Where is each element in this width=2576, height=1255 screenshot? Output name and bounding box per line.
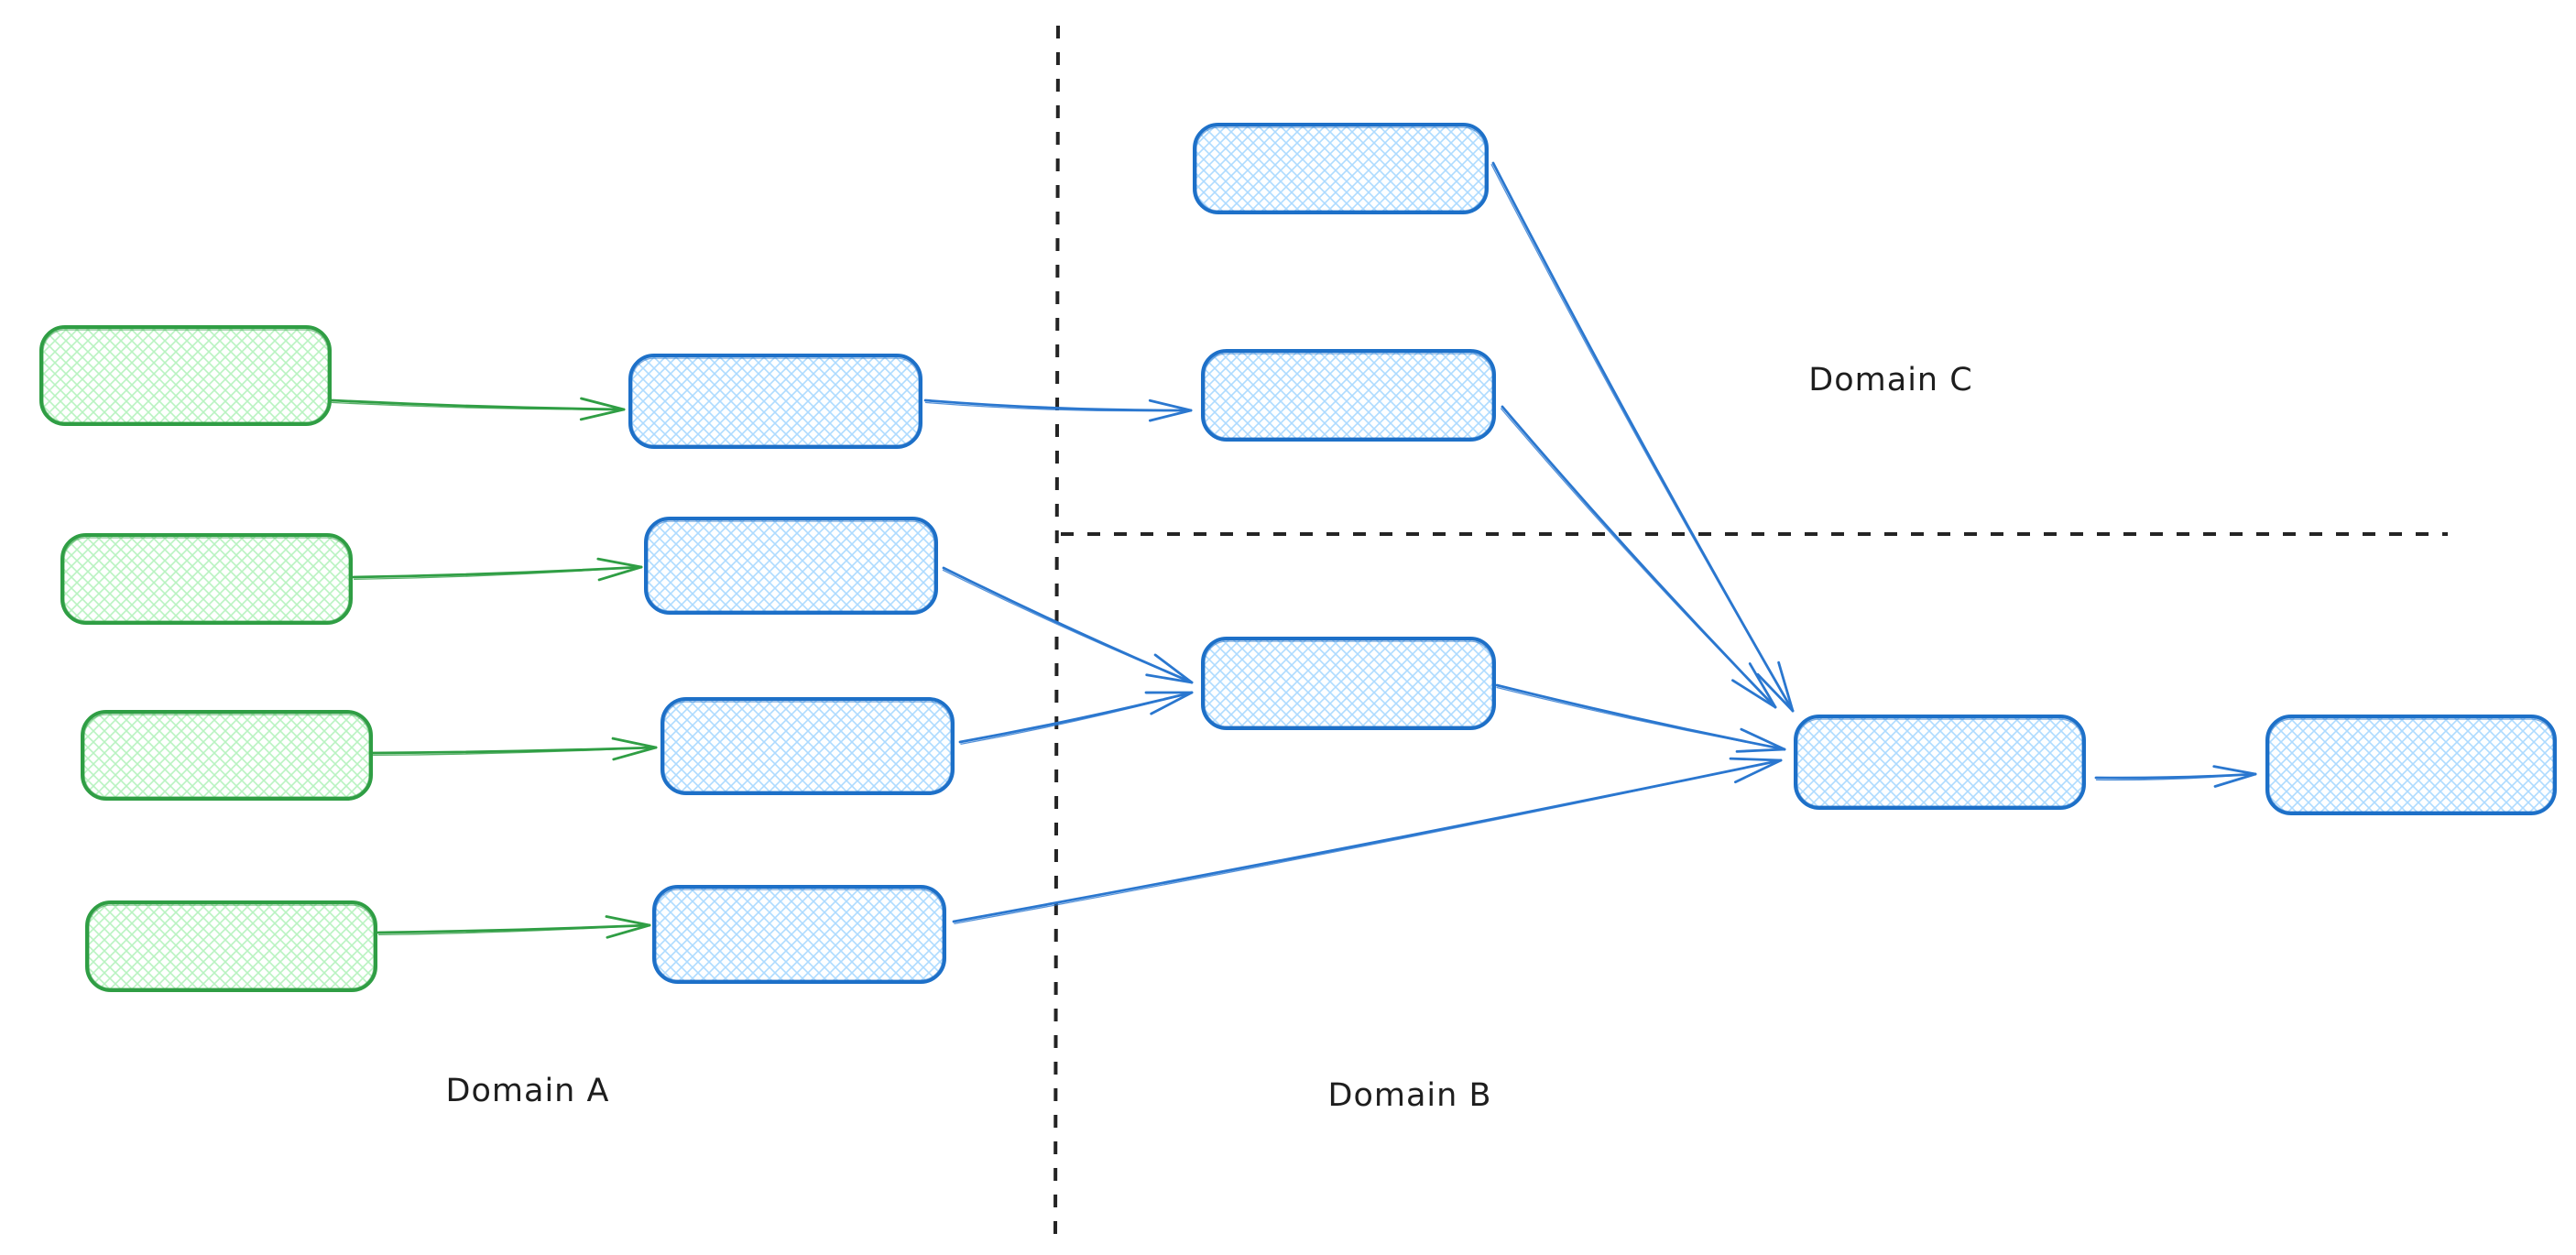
node-shape [85, 900, 377, 992]
node-a-stage-4[interactable] [652, 885, 946, 984]
arrowhead-barb [2213, 772, 2257, 788]
arrowhead-barb [1777, 660, 1795, 713]
arrow-shaft-sketch [942, 569, 1193, 683]
node-shape [81, 710, 373, 801]
arrowhead-barb [1153, 653, 1194, 684]
node-shape-sketch [1204, 353, 1493, 439]
node-shape-sketch [2268, 718, 2554, 813]
arrow-s2-to-b2[interactable] [942, 566, 1194, 684]
arrow-s4-to-merge[interactable] [952, 757, 1783, 924]
label-domain-a[interactable]: Domain A [446, 1073, 610, 1109]
node-b-node-1[interactable] [1201, 349, 1496, 442]
node-b-merge[interactable] [1794, 715, 2086, 810]
node-shape [1201, 349, 1496, 442]
arrowhead-barb [597, 565, 643, 582]
node-a-stage-3[interactable] [660, 697, 955, 795]
arrow-shaft [371, 746, 658, 755]
node-shape-sketch [63, 537, 350, 622]
arrowhead-barb [605, 915, 651, 927]
arrowhead-barb [606, 923, 651, 939]
arrow-b1-to-merge[interactable] [1500, 405, 1777, 709]
arrowhead-barb [579, 408, 626, 421]
arrow-merge-to-out[interactable] [2094, 765, 2257, 788]
node-a-source-3[interactable] [81, 710, 373, 801]
node-shape [644, 517, 938, 615]
arrowhead-barb [1740, 727, 1786, 751]
arrow-shaft-sketch [378, 924, 650, 936]
arrow-shaft-sketch [373, 747, 657, 757]
node-shape-sketch [83, 714, 370, 798]
label-domain-c[interactable]: Domain C [1808, 362, 1972, 398]
arrowhead-barb [1729, 757, 1783, 762]
arrowhead-barb [1735, 748, 1786, 753]
arrow-a2-to-s2[interactable] [352, 557, 643, 582]
arrow-shaft [1495, 683, 1786, 751]
arrow-shaft-sketch [331, 401, 625, 410]
arrowhead-barb [612, 746, 658, 761]
arrow-shaft-sketch [2096, 773, 2256, 781]
arrow-shaft [942, 566, 1194, 684]
node-b-node-2[interactable] [1201, 637, 1496, 730]
arrow-a1-to-s1[interactable] [330, 397, 626, 421]
arrow-shaft [958, 691, 1194, 744]
arrow-b2-to-merge[interactable] [1495, 683, 1786, 753]
arrow-s3-to-b2[interactable] [958, 691, 1194, 745]
node-shape-sketch [631, 357, 920, 446]
node-shape [2265, 715, 2557, 815]
node-shape-sketch [663, 701, 952, 792]
node-shape-sketch [1204, 640, 1493, 727]
node-shape [39, 325, 332, 426]
arrowhead-barb [1150, 691, 1194, 715]
node-a-source-1[interactable] [39, 325, 332, 426]
arrowhead-barb [580, 397, 626, 411]
vertical-divider[interactable] [1053, 25, 1060, 1239]
arrow-c-to-merge[interactable] [1490, 161, 1795, 713]
arrow-shaft-sketch [1500, 408, 1776, 708]
arrowhead-barb [611, 737, 658, 749]
node-shape [652, 885, 946, 984]
arrowhead-barb [1148, 409, 1193, 422]
node-shape-sketch [42, 329, 329, 423]
node-a-source-2[interactable] [60, 533, 353, 625]
arrow-s1-to-b1[interactable] [923, 398, 1193, 422]
node-shape-sketch [1796, 718, 2083, 807]
node-a-stage-2[interactable] [644, 517, 938, 615]
node-a-source-4[interactable] [85, 900, 377, 992]
arrowhead-barb [1748, 662, 1777, 709]
node-shape [1794, 715, 2086, 810]
node-shape-sketch [655, 889, 944, 981]
arrowhead-barb [1731, 679, 1777, 709]
arrow-shaft [952, 758, 1783, 923]
arrow-shaft [1501, 405, 1777, 709]
node-shape [1201, 637, 1496, 730]
node-c-node[interactable] [1193, 123, 1489, 214]
arrowhead-barb [1756, 672, 1795, 713]
arrowhead-barb [1733, 758, 1783, 784]
node-shape-sketch [88, 904, 375, 989]
arrowhead-barb [596, 557, 643, 569]
node-b-output[interactable] [2265, 715, 2557, 815]
arrow-shaft-sketch [960, 692, 1193, 745]
node-shape-sketch [1195, 126, 1486, 212]
label-domain-b[interactable]: Domain B [1328, 1077, 1492, 1114]
node-shape [660, 697, 955, 795]
arrow-a3-to-s3[interactable] [371, 737, 658, 761]
arrow-shaft-sketch [1490, 163, 1794, 712]
node-shape-sketch [647, 520, 935, 612]
arrow-shaft-sketch [354, 566, 642, 581]
arrow-shaft [1491, 161, 1795, 713]
arrow-shaft-sketch [1496, 686, 1785, 750]
arrow-shaft-sketch [954, 759, 1782, 924]
arrowhead-barb [1148, 398, 1193, 412]
arrowhead-barb [1145, 673, 1194, 684]
node-shape [1193, 123, 1489, 214]
node-a-stage-1[interactable] [628, 354, 922, 449]
arrow-a4-to-s4[interactable] [377, 915, 651, 939]
node-shape [60, 533, 353, 625]
arrow-shaft-sketch [924, 401, 1192, 412]
arrowhead-barb [2212, 765, 2257, 776]
node-shape [628, 354, 922, 449]
